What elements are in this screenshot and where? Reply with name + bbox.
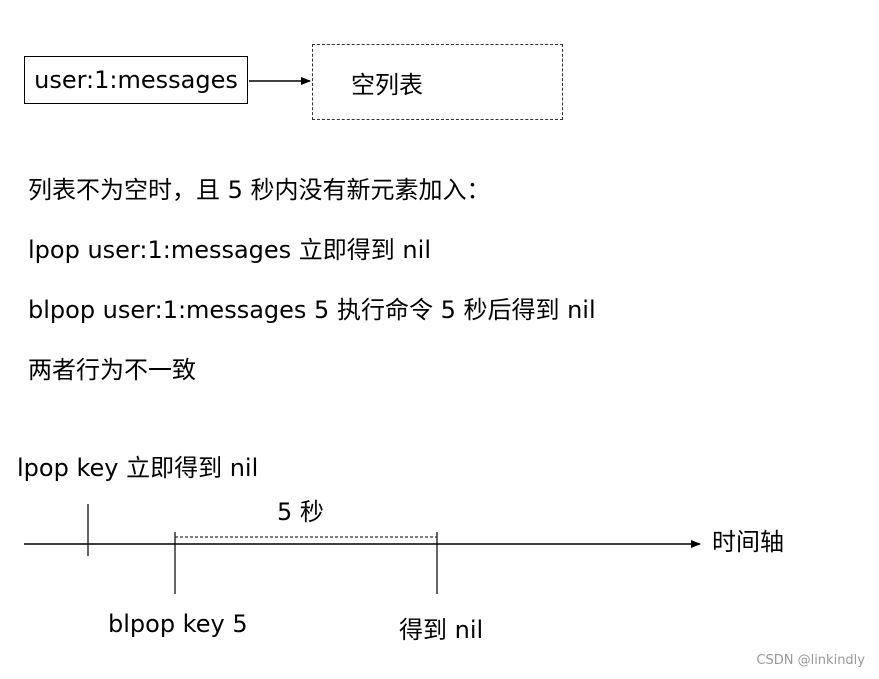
axis-label: 时间轴 xyxy=(712,528,784,556)
empty-list-label: 空列表 xyxy=(351,70,423,99)
blpop-label: blpop key 5 xyxy=(108,610,248,638)
key-box: user:1:messages xyxy=(24,56,248,104)
duration-label: 5 秒 xyxy=(277,498,324,526)
description-line-1: 列表不为空时，且 5 秒内没有新元素加入： xyxy=(28,176,491,204)
lpop-label: lpop key 立即得到 nil xyxy=(17,454,259,482)
description-line-2: lpop user:1:messages 立即得到 nil xyxy=(28,236,431,264)
description-line-4: 两者行为不一致 xyxy=(28,356,196,384)
empty-list-box: 空列表 xyxy=(312,44,563,120)
watermark: CSDN @linkindly xyxy=(756,653,865,668)
key-label: user:1:messages xyxy=(34,66,238,94)
result-label: 得到 nil xyxy=(399,616,484,644)
description-line-3: blpop user:1:messages 5 执行命令 5 秒后得到 nil xyxy=(28,296,596,324)
